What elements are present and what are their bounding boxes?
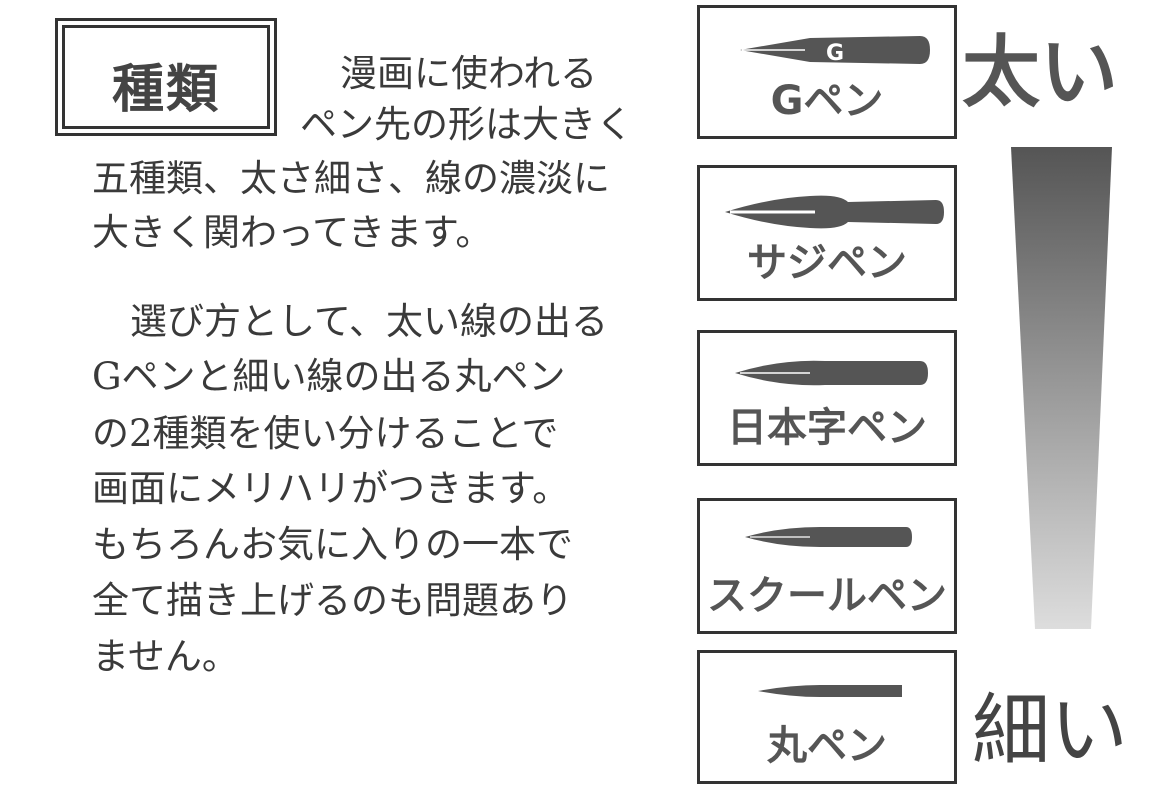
pen-card-maru: 丸ペン xyxy=(697,650,957,784)
paragraph2-line: 画面にメリハリがつきます。 xyxy=(92,467,570,510)
paragraph2-line: Gペンと細い線の出る丸ペン xyxy=(92,355,566,398)
g-pen-nib-icon: G xyxy=(740,36,930,66)
paragraph2-line: の2種類を使い分けることで xyxy=(92,412,559,455)
saji-pen-nib-icon xyxy=(725,195,944,229)
pen-card-saji: サジペン xyxy=(697,165,957,301)
paragraph1-line: 大きく関わってきます。 xyxy=(92,211,493,254)
pen-name: 丸ペン xyxy=(767,723,887,769)
pen-name: Gペン xyxy=(770,78,884,124)
thin-label: 細い xyxy=(972,686,1129,776)
pen-name: 日本字ペン xyxy=(727,405,927,451)
pen-name: スクールペン xyxy=(707,573,947,619)
nib-mark: G xyxy=(826,41,844,66)
paragraph1-line: ペン先の形は大きく xyxy=(300,103,633,146)
pen-name: サジペン xyxy=(747,240,907,286)
paragraph2-line: もちろんお気に入りの一本で xyxy=(92,523,573,566)
nihonji-pen-nib-icon xyxy=(735,360,928,386)
paragraph2-line: ません。 xyxy=(92,635,239,678)
paragraph1-line: 漫画に使われる xyxy=(340,52,598,95)
school-pen-nib-icon xyxy=(745,527,912,547)
paragraph2-line: 全て描き上げるのも問題あり xyxy=(92,579,573,622)
pen-card-g: G Gペン xyxy=(697,5,957,139)
maru-pen-nib-icon xyxy=(758,685,902,697)
thick-label: 太い xyxy=(962,28,1119,118)
thickness-gradient-wedge xyxy=(1011,147,1112,629)
heading-box: 種類 xyxy=(55,18,277,136)
pen-card-school: スクールペン xyxy=(697,498,957,634)
pen-card-nihonji: 日本字ペン xyxy=(697,330,957,466)
paragraph1-line: 五種類、太さ細さ、線の濃淡に xyxy=(92,157,610,200)
paragraph2-line: 選び方として、太い線の出る xyxy=(130,300,609,343)
heading: 種類 xyxy=(111,60,220,120)
